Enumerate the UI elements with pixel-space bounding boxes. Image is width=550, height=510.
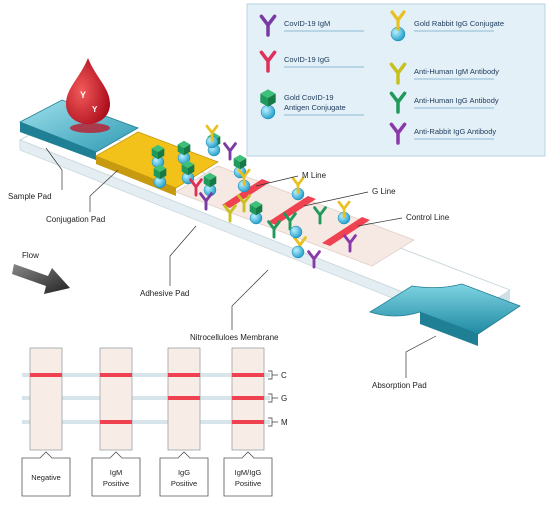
- label-control-line: Control Line: [406, 213, 450, 222]
- label-flow: Flow: [22, 251, 39, 260]
- result-line-m: [232, 420, 264, 424]
- result-strip: [29, 347, 63, 451]
- flow-arrow-icon: [12, 264, 70, 294]
- antibody-icon: [291, 176, 305, 194]
- antibody-icon: [205, 124, 219, 142]
- antibody-icon: [189, 178, 203, 197]
- gold-particle-icon: [289, 225, 303, 239]
- blood-cell-mark: Y: [92, 105, 98, 114]
- antibody-icon: [313, 206, 327, 225]
- absorption-pad-leader: [405, 335, 437, 378]
- legend-gold-particle-icon: [260, 104, 276, 120]
- antibody-icon: [343, 234, 357, 253]
- result-line-c: [100, 373, 132, 377]
- label-nitrocellulose-membrane: Nitrocelluloes Membrane: [190, 333, 279, 342]
- legend-antibody-icon: [390, 10, 406, 31]
- m-line-leader: [255, 175, 299, 187]
- legend-antibody-icon: [389, 91, 407, 114]
- result-line-c: [232, 373, 264, 377]
- legend-label: Anti-Human IgG Antibody: [414, 96, 499, 105]
- legend-label: CovID-19 IgG: [284, 55, 330, 64]
- label-sample-pad: Sample Pad: [8, 192, 52, 201]
- label-adhesive-pad: Adhesive Pad: [140, 289, 189, 298]
- legend-antibody-icon: [259, 50, 277, 73]
- result-label-box: [21, 451, 71, 497]
- marker-label-g: G: [281, 394, 287, 403]
- result-label-box: [91, 451, 141, 497]
- legend-antibody-icon: [259, 14, 277, 37]
- legend-label: Anti-Human IgM Antibody: [414, 67, 499, 76]
- gold-particle-icon: [291, 245, 305, 259]
- marker-label-m: M: [281, 418, 288, 427]
- membrane-leader: [231, 269, 269, 330]
- result-line-c: [30, 373, 62, 377]
- legend-label: Gold Rabbit IgG Conjugate: [414, 19, 504, 28]
- blood-drop-icon: [66, 58, 110, 124]
- antibody-icon: [307, 250, 321, 269]
- absorption-pad-side: [420, 312, 478, 346]
- result-line-c: [168, 373, 200, 377]
- label-g-line: G Line: [372, 187, 396, 196]
- antigen-cube-icon: [233, 154, 247, 170]
- antibody-icon: [237, 168, 251, 186]
- result-guide-line: [22, 373, 270, 377]
- legend-antigen-cube-icon: [260, 89, 276, 107]
- legend-label: Antigen Conjugate: [284, 103, 346, 112]
- legend-label: Gold CovID-19: [284, 93, 334, 102]
- marker-label-c: C: [281, 371, 287, 380]
- result-strip: [99, 347, 133, 451]
- antibody-icon: [223, 204, 237, 223]
- antibody-icon: [267, 220, 281, 239]
- result-strips: Negative IgM Positive IgG Positive IgM/IgG Pos…: [21, 347, 288, 497]
- absorption-pad: [369, 283, 521, 335]
- result-label: Negative: [31, 473, 61, 482]
- result-line-m: [100, 420, 132, 424]
- strip-molecules: [151, 124, 357, 269]
- label-absorption-pad: Absorption Pad: [372, 381, 427, 390]
- result-guide-line: [22, 420, 270, 424]
- blood-pool-icon: [70, 123, 110, 133]
- result-label: IgM: [110, 468, 123, 477]
- result-label-box: [159, 451, 209, 497]
- antibody-icon: [199, 192, 213, 211]
- result-label: Positive: [103, 479, 129, 488]
- result-label: IgM/IgG: [235, 468, 262, 477]
- legend-antibody-icon: [389, 62, 407, 85]
- result-line-g: [168, 396, 200, 400]
- result-label: Positive: [235, 479, 261, 488]
- result-label: IgG: [178, 468, 190, 477]
- result-guide-line: [22, 396, 270, 400]
- control-line: [322, 217, 370, 246]
- legend-label: Anti-Rabbit IgG Antibody: [414, 127, 496, 136]
- antibody-icon: [237, 194, 251, 213]
- result-line-g: [232, 396, 264, 400]
- adhesive-pad-leader: [169, 225, 197, 286]
- m-line: [222, 179, 270, 208]
- g-line-leader: [303, 191, 369, 207]
- label-m-line: M Line: [302, 171, 327, 180]
- sample-pad-leader: [45, 147, 63, 190]
- result-label: Positive: [171, 479, 197, 488]
- control-line-leader: [357, 217, 403, 227]
- legend-label: CovID-19 IgM: [284, 19, 330, 28]
- antibody-icon: [337, 200, 351, 218]
- label-conjugation-pad: Conjugation Pad: [46, 215, 105, 224]
- conjugation-pad-leader: [89, 169, 119, 212]
- legend-antibody-icon: [389, 122, 407, 145]
- sample-pad-side: [20, 122, 96, 160]
- g-line: [268, 196, 316, 225]
- antibody-icon: [223, 142, 237, 161]
- blood-cell-mark: Y: [80, 90, 86, 100]
- result-label-box: [223, 451, 273, 497]
- antibody-icon: [283, 212, 297, 231]
